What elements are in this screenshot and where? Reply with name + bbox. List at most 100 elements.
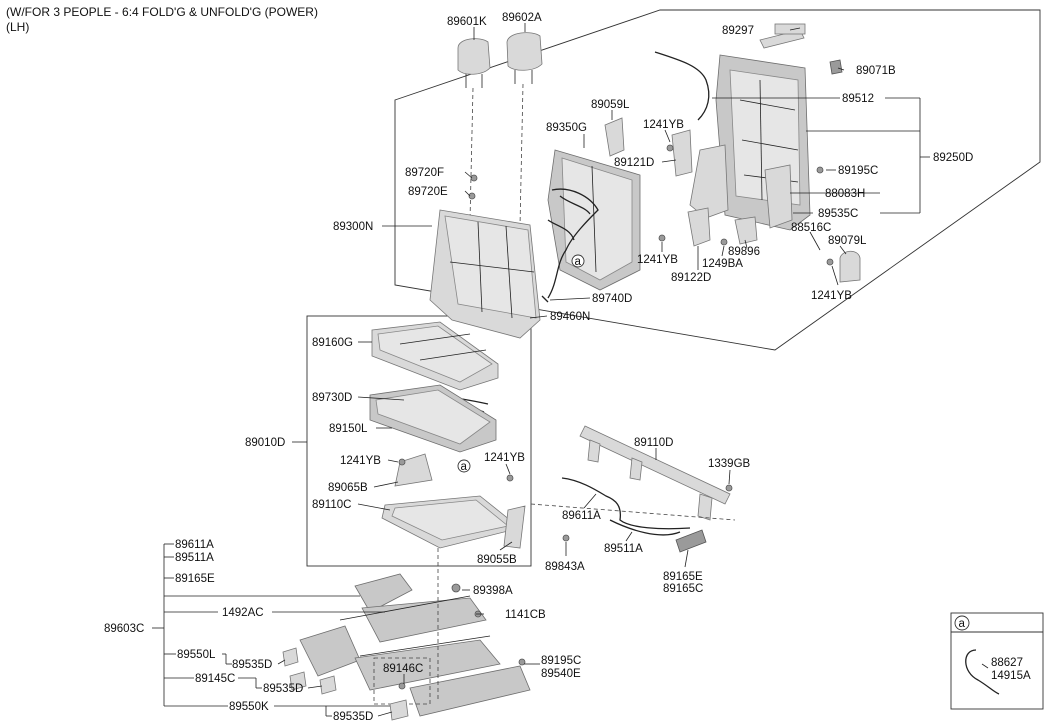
label-89511A-harness: 89511A — [604, 543, 643, 555]
label-88627: 88627 — [991, 657, 1023, 669]
label-14915A: 14915A — [991, 670, 1031, 682]
label-1241YB-cushion-left: 1241YB — [340, 455, 381, 467]
label-89398A: 89398A — [473, 585, 513, 597]
label-89720E: 89720E — [408, 186, 448, 198]
heater-mat — [541, 188, 599, 303]
cushion-pad-89150L — [369, 384, 497, 453]
label-89611A-group: 89611A — [175, 539, 214, 551]
label-89145C: 89145C — [195, 673, 235, 685]
label-89150L: 89150L — [329, 423, 368, 435]
detail-a-box — [950, 612, 1044, 710]
label-89611A-harness: 89611A — [562, 510, 601, 522]
module-89165E — [675, 529, 707, 553]
label-89460N: 89460N — [550, 311, 590, 323]
label-89121D: 89121D — [614, 157, 654, 169]
label-89730D: 89730D — [312, 392, 352, 404]
label-89540E: 89540E — [541, 668, 581, 680]
label-89071B: 89071B — [856, 65, 896, 77]
label-1241YB-bracket: 1241YB — [637, 254, 678, 266]
label-89110D: 89110D — [634, 437, 673, 449]
header-side: (LH) — [6, 20, 29, 34]
callout-a-cushion-letter: a — [461, 461, 468, 473]
bolt-89843A — [562, 534, 570, 542]
label-89350G: 89350G — [546, 122, 587, 134]
bolt-cushion-2 — [506, 474, 514, 482]
leader-lines — [152, 23, 989, 717]
callout-a-cushion — [457, 459, 471, 473]
harness-89511A — [609, 519, 681, 536]
label-1241YB-frame-top: 1241YB — [643, 119, 684, 131]
label-89122D: 89122D — [671, 272, 711, 284]
label-89165E-module: 89165E — [663, 571, 703, 583]
label-1241YB-cushion-right: 1241YB — [484, 452, 525, 464]
label-1492AC: 1492AC — [222, 607, 264, 619]
headrest-guide-line-1 — [469, 87, 474, 221]
grommet-89071B — [829, 59, 843, 75]
side-bracket-89059L — [604, 117, 625, 157]
seat-back-frame — [715, 23, 811, 231]
label-89896: 89896 — [728, 246, 760, 258]
seat-back-pad — [547, 149, 641, 291]
label-89511A-group: 89511A — [175, 552, 214, 564]
label-89160G: 89160G — [312, 337, 353, 349]
label-89535D-second: 89535D — [263, 683, 303, 695]
bolt-cushion-1 — [398, 458, 406, 466]
label-89250D: 89250D — [933, 152, 973, 164]
label-89010D: 89010D — [245, 437, 285, 449]
bracket-89055B — [503, 505, 526, 549]
label-89195C-frame: 89195C — [838, 165, 878, 177]
track-small-parts — [282, 583, 526, 721]
callout-a-seat-back — [571, 254, 585, 268]
detail-a-marker — [954, 615, 970, 631]
seat-back-assembly-outline — [394, 9, 1041, 351]
label-89535D-third: 89535D — [333, 711, 373, 723]
hinge-bracket-left — [689, 144, 729, 219]
seat-back-cover — [429, 209, 541, 339]
label-89146C: 89146C — [383, 663, 423, 675]
label-1249BA: 1249BA — [702, 258, 743, 270]
label-89535D-first: 89535D — [232, 659, 272, 671]
bracket-89065B — [394, 453, 433, 487]
label-89512: 89512 — [842, 93, 874, 105]
cushion-assembly-outline — [306, 315, 532, 567]
hinge-bracket-right — [764, 164, 793, 229]
nut-1339GB — [725, 484, 733, 492]
bracket-89121D — [671, 129, 693, 177]
label-89297: 89297 — [722, 25, 754, 37]
label-89720F: 89720F — [405, 167, 444, 179]
label-89740D: 89740D — [592, 293, 632, 305]
bolts-seat-back — [468, 144, 834, 266]
harness-89512 — [654, 51, 710, 121]
header-title: (W/FOR 3 PEOPLE - 6:4 FOLD'G & UNFOLD'G … — [6, 5, 318, 19]
label-89601K: 89601K — [447, 16, 487, 28]
label-89055B: 89055B — [477, 554, 517, 566]
label-89065B: 89065B — [328, 482, 368, 494]
clip-part — [965, 649, 1000, 695]
label-89079L: 89079L — [828, 235, 867, 247]
label-1141CB: 1141CB — [505, 609, 546, 621]
label-89195C-track: 89195C — [541, 655, 581, 667]
label-88083H: 88083H — [825, 188, 865, 200]
headrest-guide-line-2 — [519, 83, 524, 227]
rear-frame-guide — [530, 503, 736, 521]
label-89603C: 89603C — [104, 623, 144, 635]
label-89110C: 89110C — [312, 499, 351, 511]
label-89059L: 89059L — [591, 99, 630, 111]
detail-a-letter: a — [959, 618, 966, 630]
cover-89079L — [839, 250, 861, 283]
cushion-frame-89110C — [381, 495, 521, 549]
headrest-89601K — [457, 38, 491, 88]
latch-89896 — [734, 216, 758, 245]
callout-a-seat-back-letter: a — [575, 256, 582, 268]
label-89300N: 89300N — [333, 221, 373, 233]
harness-89611A — [561, 477, 691, 530]
headrest-89602A — [506, 32, 543, 84]
label-1339GB: 1339GB — [708, 458, 751, 470]
part-labels: 89601K 89602A 89297 89071B 89512 89250D … — [104, 12, 1031, 723]
cushion-cover-89160G — [371, 321, 499, 391]
label-89165C: 89165C — [663, 583, 703, 595]
label-89550K: 89550K — [229, 701, 269, 713]
label-89165E-group: 89165E — [175, 573, 215, 585]
